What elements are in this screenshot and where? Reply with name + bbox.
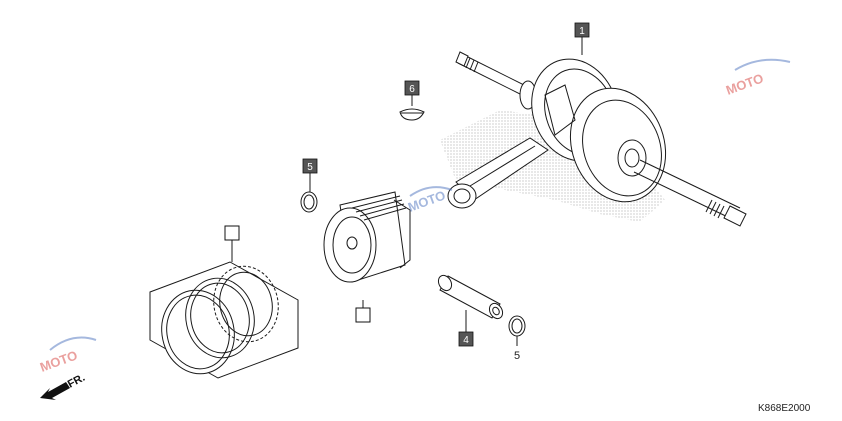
- callout-crankshaft-number: 1: [579, 26, 585, 37]
- diagram-code: K868E2000: [758, 403, 811, 414]
- watermark-text-bottom-left: MOTO: [38, 347, 80, 374]
- callout-woodruff-key[interactable]: 6: [404, 80, 420, 96]
- piston-pin-drawing: [437, 274, 504, 320]
- watermark-swoosh-icon: [734, 58, 791, 71]
- callout-crankshaft[interactable]: 1: [574, 22, 590, 38]
- watermark-swoosh-icon-left: [49, 336, 97, 351]
- watermark-text-center: MOTO: [406, 187, 448, 214]
- piston-pin-clip-drawing: [508, 315, 526, 337]
- piston-rings-drawing: [149, 261, 299, 379]
- front-direction-label: FR.: [66, 372, 87, 391]
- leader-lines: [231, 37, 583, 346]
- watermark-group: MOTO MOTO MOTO: [38, 58, 791, 375]
- clip-upper-drawing: [300, 191, 318, 213]
- callout-piston-pin[interactable]: 4: [458, 331, 474, 347]
- callout-woodruff-key-number: 6: [409, 84, 415, 95]
- callout-piston-pin-number: 4: [463, 335, 469, 346]
- watermark-text-top-right: MOTO: [724, 70, 766, 97]
- crankshaft-drawing: [440, 51, 747, 227]
- callout-piston-pin-clip[interactable]: 5: [514, 350, 520, 362]
- callout-piston-rings[interactable]: [224, 225, 240, 241]
- piston-drawing: [323, 191, 411, 283]
- front-arrow-icon: [40, 382, 70, 400]
- front-direction-indicator: FR.: [40, 372, 87, 400]
- callout-clip-upper[interactable]: 5: [302, 158, 318, 174]
- watermark-swoosh-icon-center: [409, 186, 453, 197]
- woodruff-key-drawing: [399, 108, 425, 121]
- callout-piston[interactable]: [355, 307, 371, 323]
- callout-clip-upper-number: 5: [307, 162, 313, 173]
